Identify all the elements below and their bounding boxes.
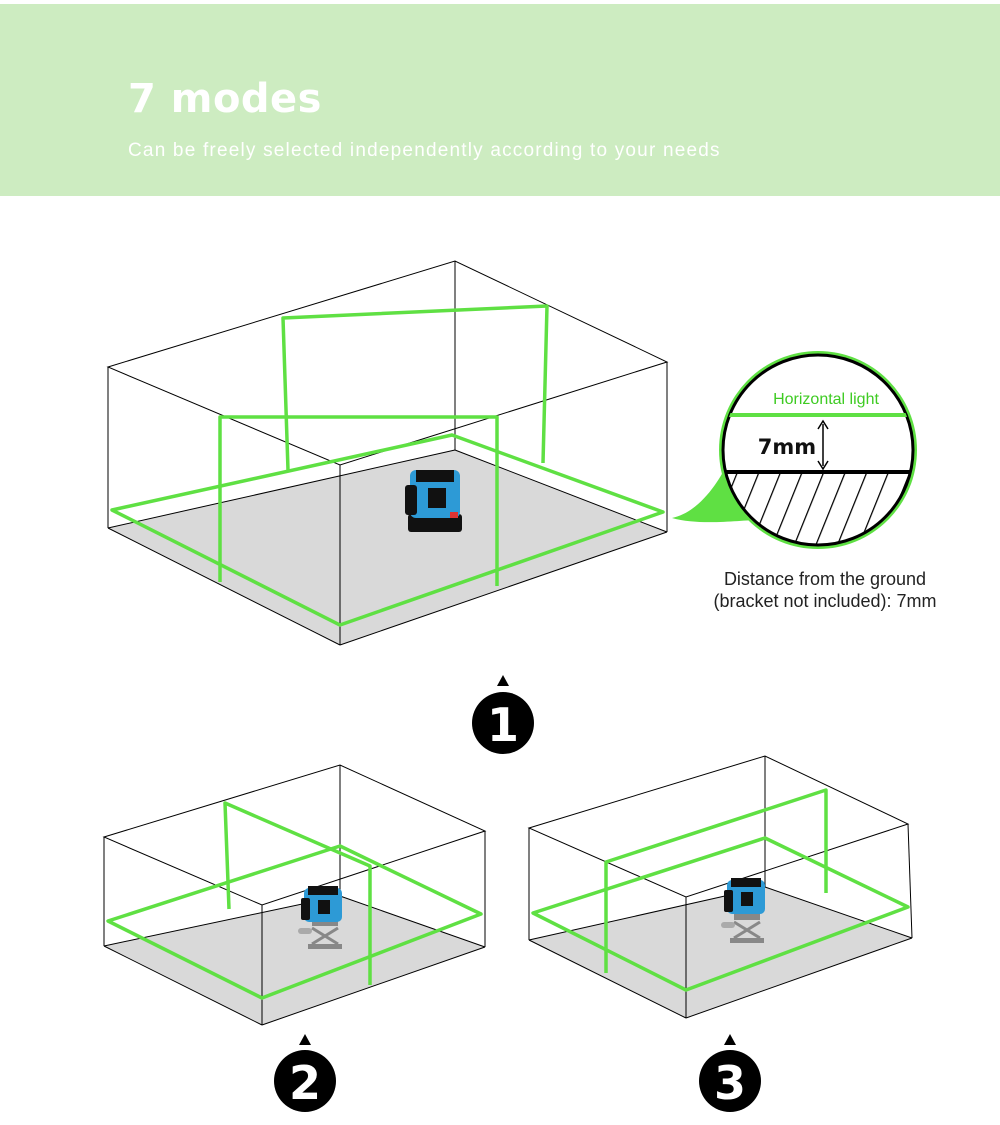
page-title: 7 modes <box>128 76 322 122</box>
up-triangle-icon <box>497 675 509 686</box>
room-floor <box>108 450 667 645</box>
up-triangle-icon <box>299 1034 311 1045</box>
laser-horizontal-plane <box>106 844 483 1000</box>
header-banner: 7 modes Can be freely selected independe… <box>0 4 1000 196</box>
room-mode-1 <box>106 260 669 646</box>
laser-vertical-plane-b <box>281 304 549 471</box>
up-triangle-icon <box>724 1034 736 1045</box>
mode-number-3: 3 <box>714 1056 746 1110</box>
mode-marker-2: 2 <box>274 1034 336 1112</box>
laser-lines <box>531 788 910 992</box>
room-mode-3 <box>527 755 913 1019</box>
horizontal-light-label: Horizontal light <box>773 391 879 408</box>
laser-horizontal-plane <box>110 433 665 627</box>
caption-line-1: Distance from the ground <box>723 569 927 589</box>
mode-number-1: 1 <box>487 698 519 752</box>
laser-level-icon <box>721 878 765 943</box>
laser-lines <box>110 304 665 627</box>
mode-marker-3: 3 <box>699 1034 761 1112</box>
room-edges <box>527 755 913 1019</box>
height-label: 7mm <box>758 435 816 459</box>
laser-lines <box>106 801 483 1000</box>
laser-vertical-plane <box>223 801 372 985</box>
laser-level-icon <box>405 470 462 532</box>
mode-marker-1: 1 <box>472 675 534 754</box>
ground-distance-caption: Distance from the ground (bracket not in… <box>660 568 990 612</box>
room-mode-2 <box>102 764 487 1026</box>
height-inset: Horizontal light 7mm <box>672 351 917 549</box>
laser-vertical-plane-a <box>218 415 499 586</box>
laser-vertical-plane <box>604 788 828 973</box>
room-floor <box>104 896 485 1025</box>
mode-number-2: 2 <box>289 1056 321 1110</box>
laser-level-icon <box>298 886 342 949</box>
caption-line-2: (bracket not included): 7mm <box>713 591 937 611</box>
room-floor <box>529 887 912 1018</box>
page-subtitle: Can be freely selected independently acc… <box>128 140 721 161</box>
room-edges <box>106 260 669 646</box>
laser-horizontal-plane <box>531 836 910 992</box>
